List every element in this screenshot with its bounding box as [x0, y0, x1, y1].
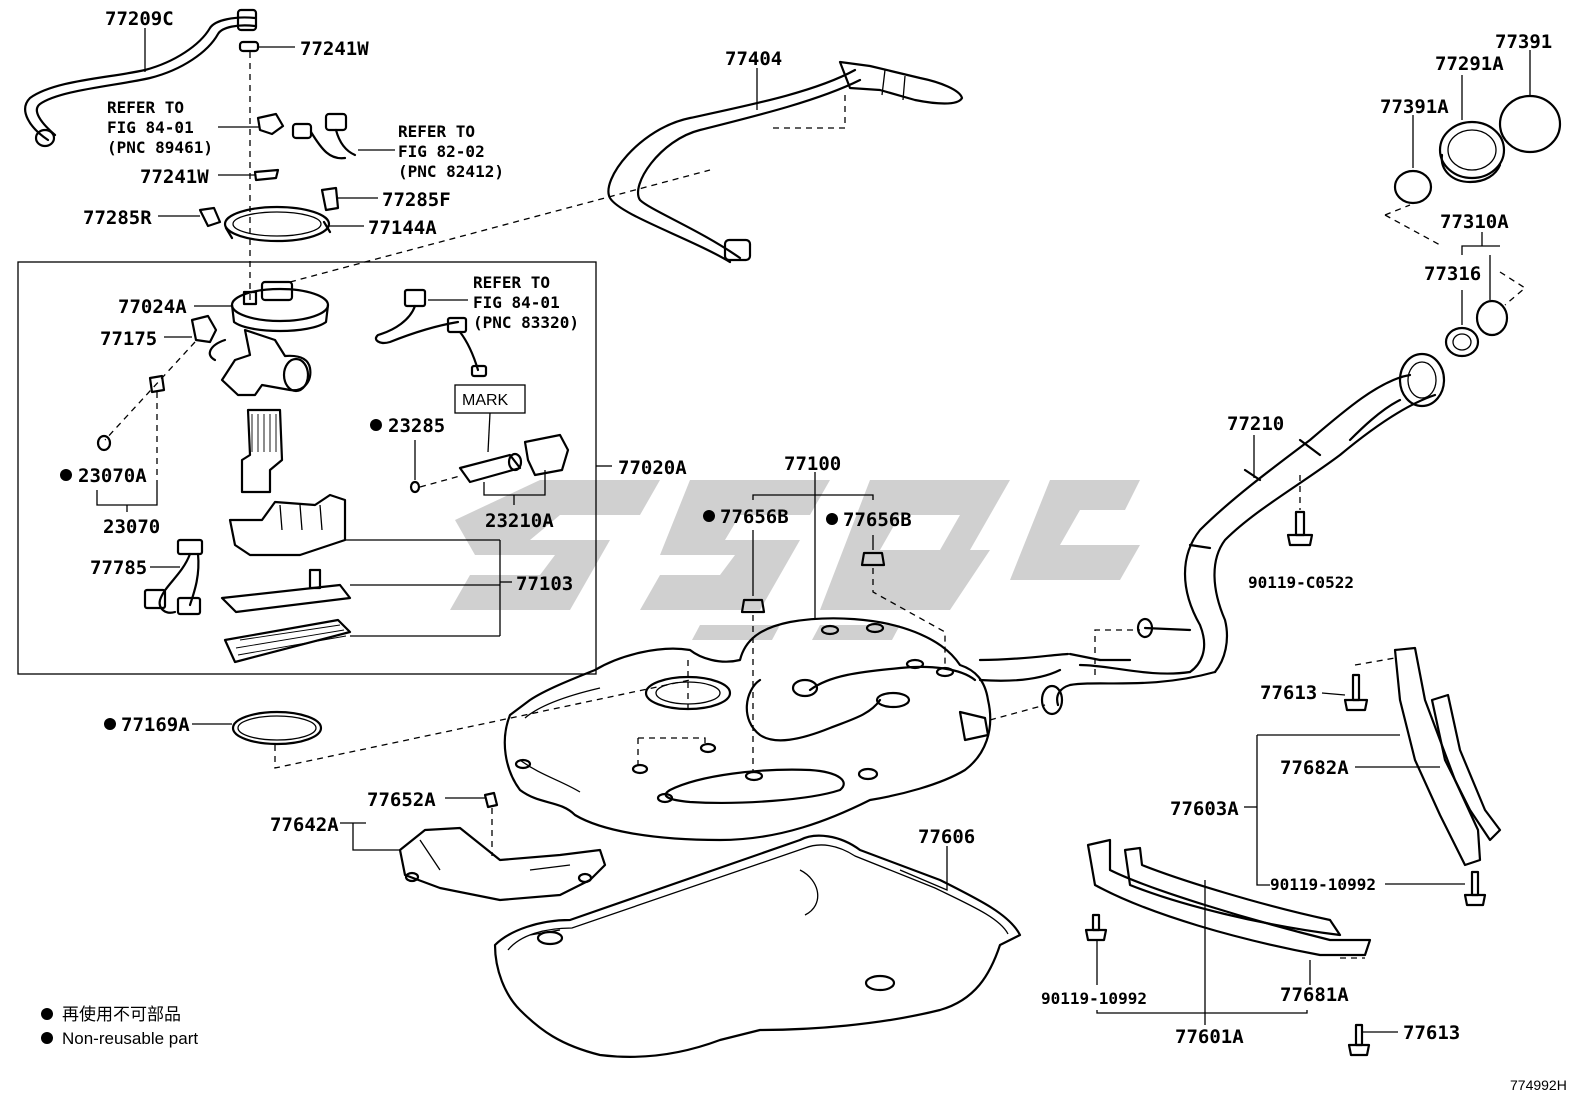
- part-77606-tank-cover: [493, 834, 1022, 1058]
- part-77169A-gasket: [231, 710, 323, 746]
- label-77210: 77210: [1227, 413, 1284, 435]
- label-77391A: 77391A: [1380, 96, 1449, 118]
- part-77100-fuel-tank: [503, 617, 992, 842]
- non-reusable-dot: [104, 718, 116, 730]
- svg-text:REFER TO: REFER TO: [107, 98, 184, 117]
- bolt-77613-upper: [1343, 673, 1369, 712]
- label-77291A: 77291A: [1435, 53, 1504, 75]
- part-77103-filter-mesh: [223, 618, 352, 664]
- part-77103-sender-plate: [220, 568, 352, 614]
- label-77209C: 77209C: [105, 8, 174, 30]
- non-reusable-dot: [703, 510, 715, 522]
- svg-text:REFER TO: REFER TO: [398, 122, 475, 141]
- label-77391: 77391: [1495, 31, 1552, 53]
- label-77642A: 77642A: [270, 814, 339, 836]
- svg-text:(PNC 83320): (PNC 83320): [473, 313, 579, 332]
- label-90119-10992-right: 90119-10992: [1270, 875, 1376, 894]
- part-77785-harness: [143, 538, 204, 616]
- figure-number: 774992H: [1510, 1077, 1567, 1093]
- label-23070: 23070: [103, 516, 160, 538]
- label-77603A: 77603A: [1170, 798, 1239, 820]
- part-23210A-fuel-pump: [458, 433, 570, 484]
- part-77681A-band: [1086, 838, 1372, 957]
- label-77285F: 77285F: [382, 189, 451, 211]
- part-77682A-band: [1393, 646, 1502, 867]
- legend: 再使用不可部品 Non-reusable part: [41, 1004, 198, 1048]
- label-77601A: 77601A: [1175, 1026, 1244, 1048]
- label-77020A: 77020A: [618, 457, 687, 479]
- label-77241W-mid: 77241W: [140, 166, 209, 188]
- label-77613-lower: 77613: [1403, 1022, 1460, 1044]
- part-77391A-oring: [1393, 169, 1433, 205]
- bolt-90119-10992-left: [1084, 913, 1108, 942]
- non-reusable-dot: [60, 469, 72, 481]
- part-wire-82412: [291, 112, 357, 160]
- label-77316: 77316: [1424, 263, 1481, 285]
- label-77144A: 77144A: [368, 217, 437, 239]
- part-pump-body: [208, 328, 312, 397]
- svg-text:(PNC 82412): (PNC 82412): [398, 162, 504, 181]
- part-77391-cap-gasket: [1498, 94, 1562, 154]
- label-77310A: 77310A: [1440, 211, 1509, 233]
- non-reusable-dot: [370, 419, 382, 431]
- assembly-box-77020A: [17, 261, 597, 675]
- label-77652A: 77652A: [367, 789, 436, 811]
- legend-en: Non-reusable part: [62, 1029, 198, 1048]
- label-77606: 77606: [918, 826, 975, 848]
- label-77656B-left: 77656B: [720, 506, 789, 528]
- part-77316-seal: [1444, 326, 1480, 358]
- legend-jp: 再使用不可部品: [62, 1004, 181, 1024]
- svg-text:REFER TO: REFER TO: [473, 273, 550, 292]
- label-90119-10992-left: 90119-10992: [1041, 989, 1147, 1008]
- label-77785: 77785: [90, 557, 147, 579]
- part-77210-filler-pipe: [978, 352, 1446, 716]
- watermark-logo: [450, 480, 1140, 640]
- bolt-90119-C0522: [1286, 510, 1314, 547]
- label-77024A: 77024A: [118, 296, 187, 318]
- label-23070A: 23070A: [78, 465, 147, 487]
- refer-to-89461: REFER TO FIG 84-01 (PNC 89461): [107, 98, 213, 157]
- label-77175: 77175: [100, 328, 157, 350]
- part-wire-83320: [374, 288, 488, 378]
- part-77642A-protector: [398, 826, 607, 902]
- bolt-77613-lower: [1347, 1023, 1371, 1057]
- svg-text:FIG 84-01: FIG 84-01: [107, 118, 194, 137]
- non-reusable-dot: [826, 513, 838, 525]
- label-77285R: 77285R: [83, 207, 152, 229]
- svg-text:(PNC 89461): (PNC 89461): [107, 138, 213, 157]
- refer-to-83320: REFER TO FIG 84-01 (PNC 83320): [473, 273, 579, 332]
- label-77404: 77404: [725, 48, 782, 70]
- part-pump-bracket: [228, 493, 347, 557]
- svg-text:FIG 84-01: FIG 84-01: [473, 293, 560, 312]
- label-77103: 77103: [516, 573, 573, 595]
- part-77310A-cap-inner: [1475, 299, 1509, 337]
- label-77682A: 77682A: [1280, 757, 1349, 779]
- label-23210A: 23210A: [485, 510, 554, 532]
- part-77291A-fuel-cap: [1438, 120, 1506, 184]
- label-77656B-right: 77656B: [843, 509, 912, 531]
- svg-text:FIG 82-02: FIG 82-02: [398, 142, 485, 161]
- label-77681A: 77681A: [1280, 984, 1349, 1006]
- label-77100: 77100: [784, 453, 841, 475]
- label-77613-upper: 77613: [1260, 682, 1317, 704]
- label-90119-C0522: 90119-C0522: [1248, 573, 1354, 592]
- bolt-90119-10992-right: [1463, 870, 1487, 907]
- label-77241W-top: 77241W: [300, 38, 369, 60]
- mark-label: MARK: [462, 392, 509, 409]
- part-77241W-clip: [238, 40, 260, 53]
- label-23285: 23285: [388, 415, 445, 437]
- part-77144A-retainer: [223, 205, 332, 243]
- part-filter: [240, 408, 284, 494]
- part-77024A-pump-flange: [230, 280, 330, 333]
- label-77169A: 77169A: [121, 714, 190, 736]
- refer-to-82412: REFER TO FIG 82-02 (PNC 82412): [398, 122, 504, 181]
- part-77404-vapor-hose: [607, 60, 964, 264]
